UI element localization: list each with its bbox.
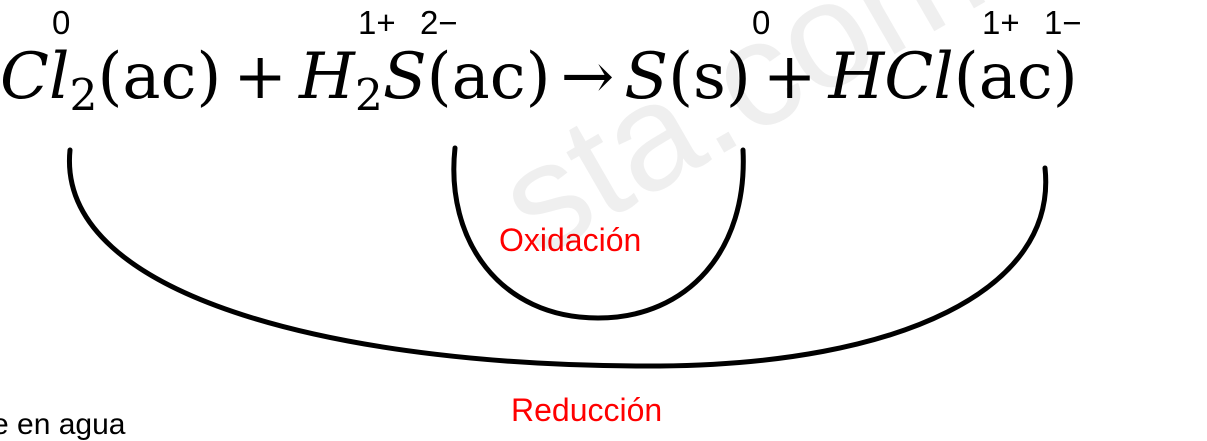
reduction-label: Reducción [511,392,663,428]
ox-state-h-in-hcl: 1+ [982,4,1020,41]
ox-state-cl-in-hcl: 1− [1044,4,1082,41]
cut-off-text: e en agua [0,408,126,441]
ox-state-s-in-h2s: 2− [420,4,458,41]
reactant-h2s: H2S(ac) [299,40,551,122]
ox-state-s: 0 [752,4,771,41]
redox-diagram: 0 1+ 2− 0 1+ 1− Cl2(ac)+H2S(ac)→S(s)+HCl… [0,0,1082,440]
product-hcl: HCl(ac) [828,40,1078,114]
chemical-equation: Cl2(ac)+H2S(ac)→S(s)+HCl(ac) [0,45,1078,118]
reduction-arc [67,147,1049,369]
reactant-cl2: Cl2(ac) [0,40,222,122]
redox-arcs [67,145,1049,369]
reaction-arrow: → [560,40,615,114]
plus-sign: + [233,40,287,114]
plus-sign: + [762,40,817,114]
oxidation-arc [451,145,746,321]
ox-state-cl2: 0 [52,4,71,41]
ox-state-h-in-h2s: 1+ [358,4,396,41]
oxidation-label: Oxidación [499,222,642,258]
product-s: S(s) [624,40,751,114]
